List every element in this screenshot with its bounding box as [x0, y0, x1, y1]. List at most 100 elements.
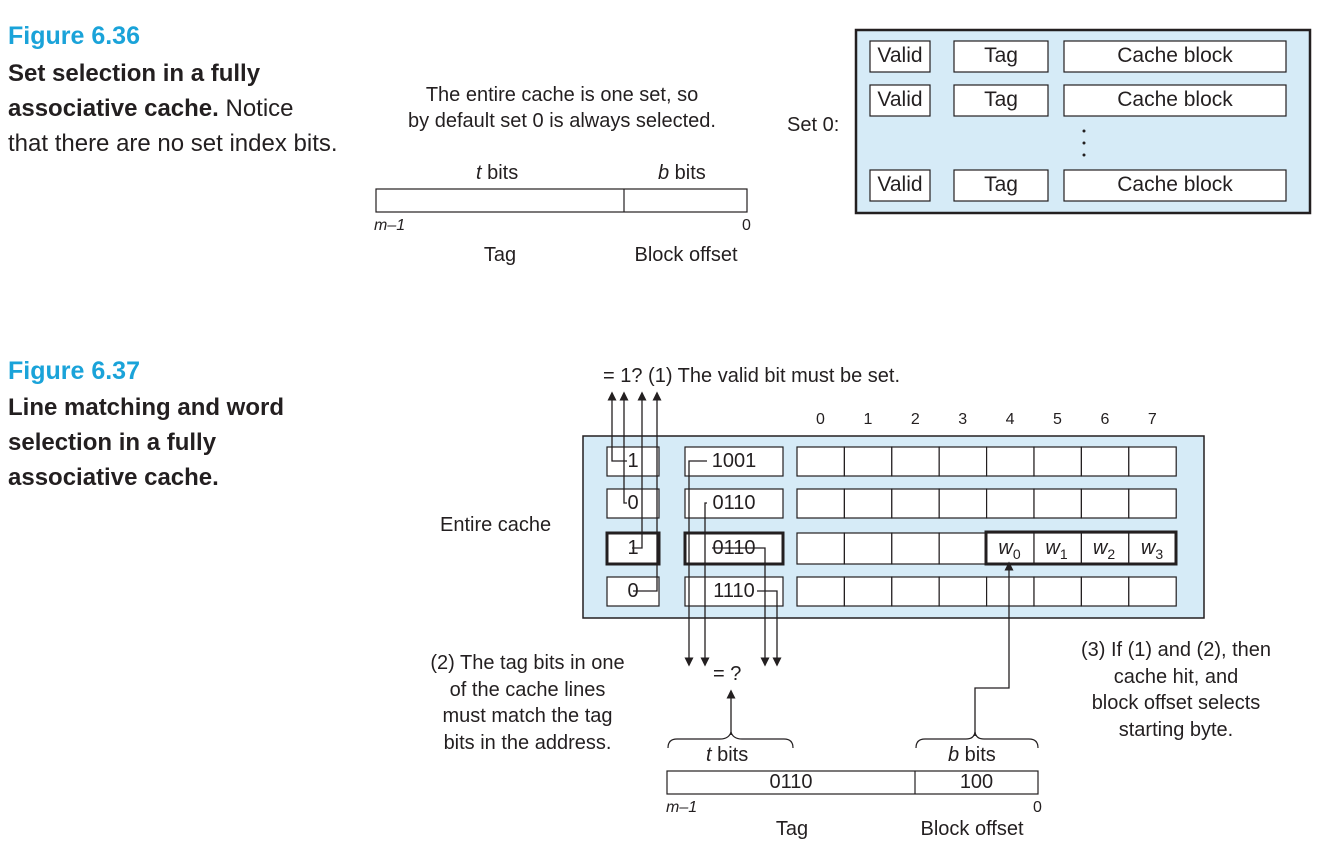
tag-compare-label: = ? [713, 663, 742, 685]
block-cell [843, 446, 893, 477]
figure-6-37-label: Figure 6.37 [8, 357, 140, 385]
column-index-7: 7 [1147, 411, 1157, 428]
zero-label-37: 0 [1033, 799, 1042, 816]
block-cell [843, 488, 893, 519]
block-cell [891, 488, 940, 519]
line3-block: Cache block [1117, 173, 1233, 196]
entire-cache-label: Entire cache [440, 514, 552, 536]
set-line-3 [869, 169, 1287, 202]
m-minus-1-label-37: m–1 [666, 799, 698, 816]
b-bits-var: b [658, 162, 670, 184]
block-cell [985, 488, 1035, 519]
block-cell [938, 488, 988, 519]
column-index-6: 6 [1100, 411, 1110, 428]
note-2: (2) The tag bits in one of the cache lin… [400, 650, 655, 756]
t-bits-brace [667, 729, 794, 749]
line2-block: Cache block [1117, 88, 1233, 111]
set-note-line1: The entire cache is one set, so [425, 84, 699, 106]
block-cell [938, 576, 988, 607]
block-cell [891, 576, 940, 607]
line2-valid: Valid [877, 88, 923, 111]
row3-tag: 0110 [712, 537, 756, 559]
line3-tag: Tag [984, 173, 1018, 196]
block-cell [985, 576, 1035, 607]
valid-check-label: = 1? (1) The valid bit must be set. [603, 365, 901, 387]
row2-tag: 0110 [712, 492, 756, 514]
row1-tag: 1001 [711, 450, 757, 472]
note-2-line: must match the tag [442, 705, 613, 727]
block-cell [891, 532, 940, 565]
column-index-2: 2 [910, 411, 920, 428]
row3-valid: 1 [627, 537, 639, 559]
note-3-line: starting byte. [1118, 718, 1234, 741]
block-cell [1128, 488, 1177, 519]
line1-tag: Tag [984, 44, 1018, 67]
block-cell [1080, 576, 1130, 607]
b-bits-brace [915, 731, 1039, 749]
set-note-line2: by default set 0 is always selected. [408, 110, 716, 132]
note-3-line: (3) If (1) and (2), then [1080, 639, 1272, 661]
b-bits-label: b bits [658, 162, 706, 185]
note-2-line: (2) The tag bits in one [430, 652, 625, 674]
selected-words-box [984, 530, 1178, 566]
offset-select-arrow [974, 561, 1014, 736]
block-cell [1033, 532, 1083, 565]
note-3-line: cache hit, and [1113, 665, 1239, 688]
word-0: w0 [998, 537, 1021, 562]
block-cell [796, 576, 846, 607]
figure-6-36-caption: Set selection in a fully associative cac… [8, 56, 338, 161]
block-cell [1128, 576, 1177, 607]
b-bits-word: bits [669, 162, 706, 184]
address-tag-value: 0110 [769, 771, 813, 793]
block-cell [796, 488, 846, 519]
block-cell [938, 532, 988, 565]
set-line-1 [869, 40, 1287, 73]
caption-bold-37: Line matching and word selection in a fu… [8, 394, 285, 491]
address-bar-37 [666, 770, 1039, 795]
row2-valid: 0 [627, 492, 639, 514]
line3-valid: Valid [877, 173, 923, 196]
zero-label-36: 0 [742, 217, 751, 234]
figure-6-37-caption: Line matching and word selection in a fu… [8, 390, 328, 495]
block-cell [796, 532, 846, 565]
block-cell [985, 446, 1035, 477]
offset-label-36: Block offset [634, 244, 738, 266]
block-cell [1080, 488, 1130, 519]
cache-block-rows [796, 446, 1177, 607]
block-cell [1033, 488, 1083, 519]
block-cell [843, 532, 893, 565]
block-cell [843, 576, 893, 607]
column-index-1: 1 [863, 411, 873, 428]
b-bits-label-37: b bits [948, 744, 996, 766]
caption-bold: Set selection in a fully associative cac… [8, 60, 261, 122]
t-bits-var: t [476, 162, 482, 184]
row4-valid: 0 [627, 580, 639, 602]
set-line-2 [869, 84, 1287, 117]
tag-arrows [684, 460, 782, 667]
column-index-0: 0 [816, 411, 825, 428]
address-bar-36 [375, 188, 748, 213]
valid-arrows [607, 391, 662, 592]
t-bits-label-37: t bits [706, 744, 749, 766]
ellipsis-dots [1082, 129, 1086, 157]
set-0-label: Set 0: [787, 114, 840, 136]
word-1: w1 [1045, 537, 1068, 562]
column-index-4: 4 [1005, 411, 1015, 428]
tag-label-36: Tag [483, 244, 517, 266]
offset-label-37: Block offset [920, 818, 1024, 840]
block-cell [1080, 446, 1130, 477]
block-cell [796, 446, 846, 477]
word-2: w2 [1092, 537, 1116, 562]
note-2-line: of the cache lines [449, 678, 606, 701]
figure-6-36-label: Figure 6.36 [8, 22, 140, 50]
block-cell [1128, 446, 1177, 477]
line1-valid: Valid [877, 44, 923, 67]
m-minus-1-label-36: m–1 [374, 217, 406, 234]
block-cell [1033, 446, 1083, 477]
column-index-3: 3 [958, 411, 968, 428]
t-bits-label: t bits [476, 162, 518, 185]
block-cell [938, 446, 988, 477]
block-cell [891, 446, 940, 477]
word-3: w3 [1140, 537, 1164, 562]
